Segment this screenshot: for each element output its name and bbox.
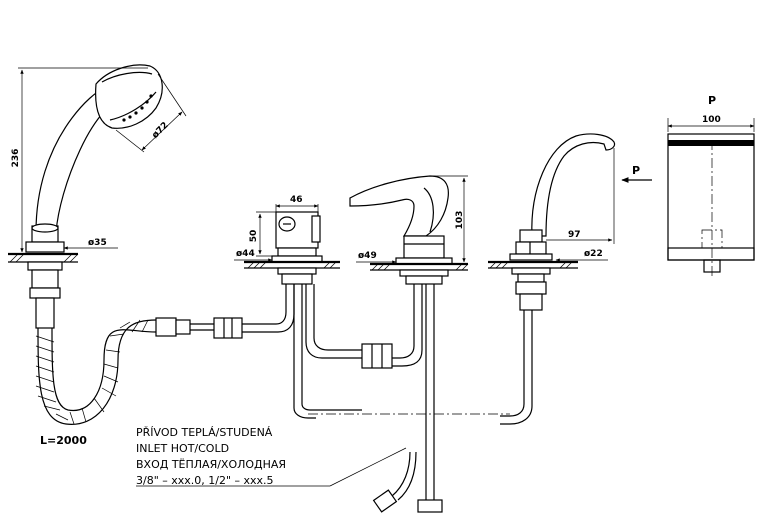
- dim-handshower-hole: ø35: [88, 238, 107, 248]
- hose-length-label: L=2000: [40, 434, 87, 447]
- view-title: P: [708, 94, 716, 107]
- dim-handshower-height: 236: [11, 149, 21, 168]
- dim-diverter-width: 46: [290, 195, 303, 205]
- dim-spout-hole: ø22: [584, 249, 603, 259]
- inlet-note: PŘÍVOD TEPLÁ/STUDENÁ INLET HOT/COLD ВХОД…: [136, 426, 286, 487]
- spray-face: [122, 94, 153, 122]
- inlet-note-line3: ВХОД ТЁПЛАЯ/ХОЛОДНАЯ: [136, 458, 286, 471]
- mixer-body: 103 ø49: [316, 175, 469, 500]
- inlet-note-line2: INLET HOT/COLD: [136, 442, 229, 455]
- dim-mixer-hole: ø49: [358, 251, 377, 261]
- inlet-note-line1: PŘÍVOD TEPLÁ/STUDENÁ: [136, 426, 273, 439]
- dim-diverter-height: 50: [249, 230, 259, 243]
- dim-view-width: 100: [702, 115, 721, 125]
- dim-handshower-head: ø72: [150, 120, 170, 140]
- diverter-valve: 46 50 ø44: [234, 195, 362, 419]
- dim-spout-reach: 97: [568, 230, 581, 240]
- spout: 97 ø22 P: [488, 133, 652, 425]
- inlet-hose: [136, 447, 443, 513]
- inlet-note-line4: 3/8" – xxx.0, 1/2" – xxx.5: [136, 474, 274, 487]
- dim-diverter-hole: ø44: [236, 249, 255, 259]
- hand-shower: 236 ø72 ø35: [8, 64, 187, 329]
- view-p: P 100: [667, 94, 755, 276]
- shower-hose: L=2000: [35, 280, 295, 447]
- dim-mixer-height: 103: [455, 211, 465, 230]
- view-arrow-label: P: [632, 164, 640, 177]
